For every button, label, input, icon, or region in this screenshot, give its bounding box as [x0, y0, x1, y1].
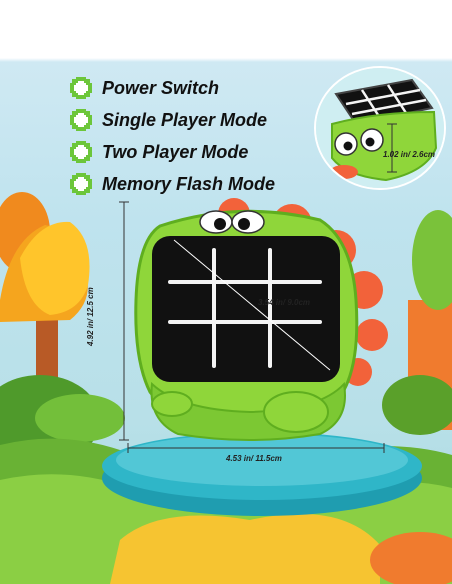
right-bush [382, 375, 452, 435]
feature-power-switch: Power Switch [68, 72, 275, 104]
diagonal-line [173, 239, 331, 371]
width-label: 4.53 in/ 11.5cm [226, 454, 282, 463]
orange-mound [370, 532, 452, 584]
right-tree [412, 210, 452, 310]
feature-label: Power Switch [102, 77, 220, 98]
feature-single-player: Single Player Mode [68, 104, 275, 136]
diagonal-label: 3.54 in/ 9.0cm [258, 298, 311, 307]
dino-foot-left [151, 391, 193, 417]
feature-list: Power Switch Single Player Mode Two Play… [68, 72, 275, 200]
green-pixel-circle-icon [70, 109, 92, 131]
dino-foot [263, 391, 329, 433]
yellow-mound [110, 513, 380, 584]
feature-label: Two Player Mode [102, 141, 249, 162]
feature-two-player: Two Player Mode [68, 136, 275, 168]
feature-memory-flash: Memory Flash Mode [68, 168, 275, 200]
feature-label: Memory Flash Mode [102, 173, 276, 194]
tree-canopy-yellow [20, 221, 90, 315]
tic-tac-toe-grid [168, 248, 322, 368]
game-screen [152, 236, 340, 382]
green-pixel-circle-icon [70, 141, 92, 163]
green-pixel-circle-icon [70, 77, 92, 99]
height-label: 4.92 in/ 12.5 cm [86, 287, 95, 346]
platform-highlight [116, 434, 408, 486]
left-hill-light [35, 394, 125, 442]
feature-label: Single Player Mode [102, 109, 268, 130]
side-view-inset [314, 66, 446, 190]
thickness-label: 1.02 in/ 2.6cm [383, 150, 436, 159]
side-view-illustration [316, 68, 444, 188]
dimension-lines [119, 201, 385, 453]
dino-eyes [199, 210, 265, 234]
green-pixel-circle-icon [70, 173, 92, 195]
